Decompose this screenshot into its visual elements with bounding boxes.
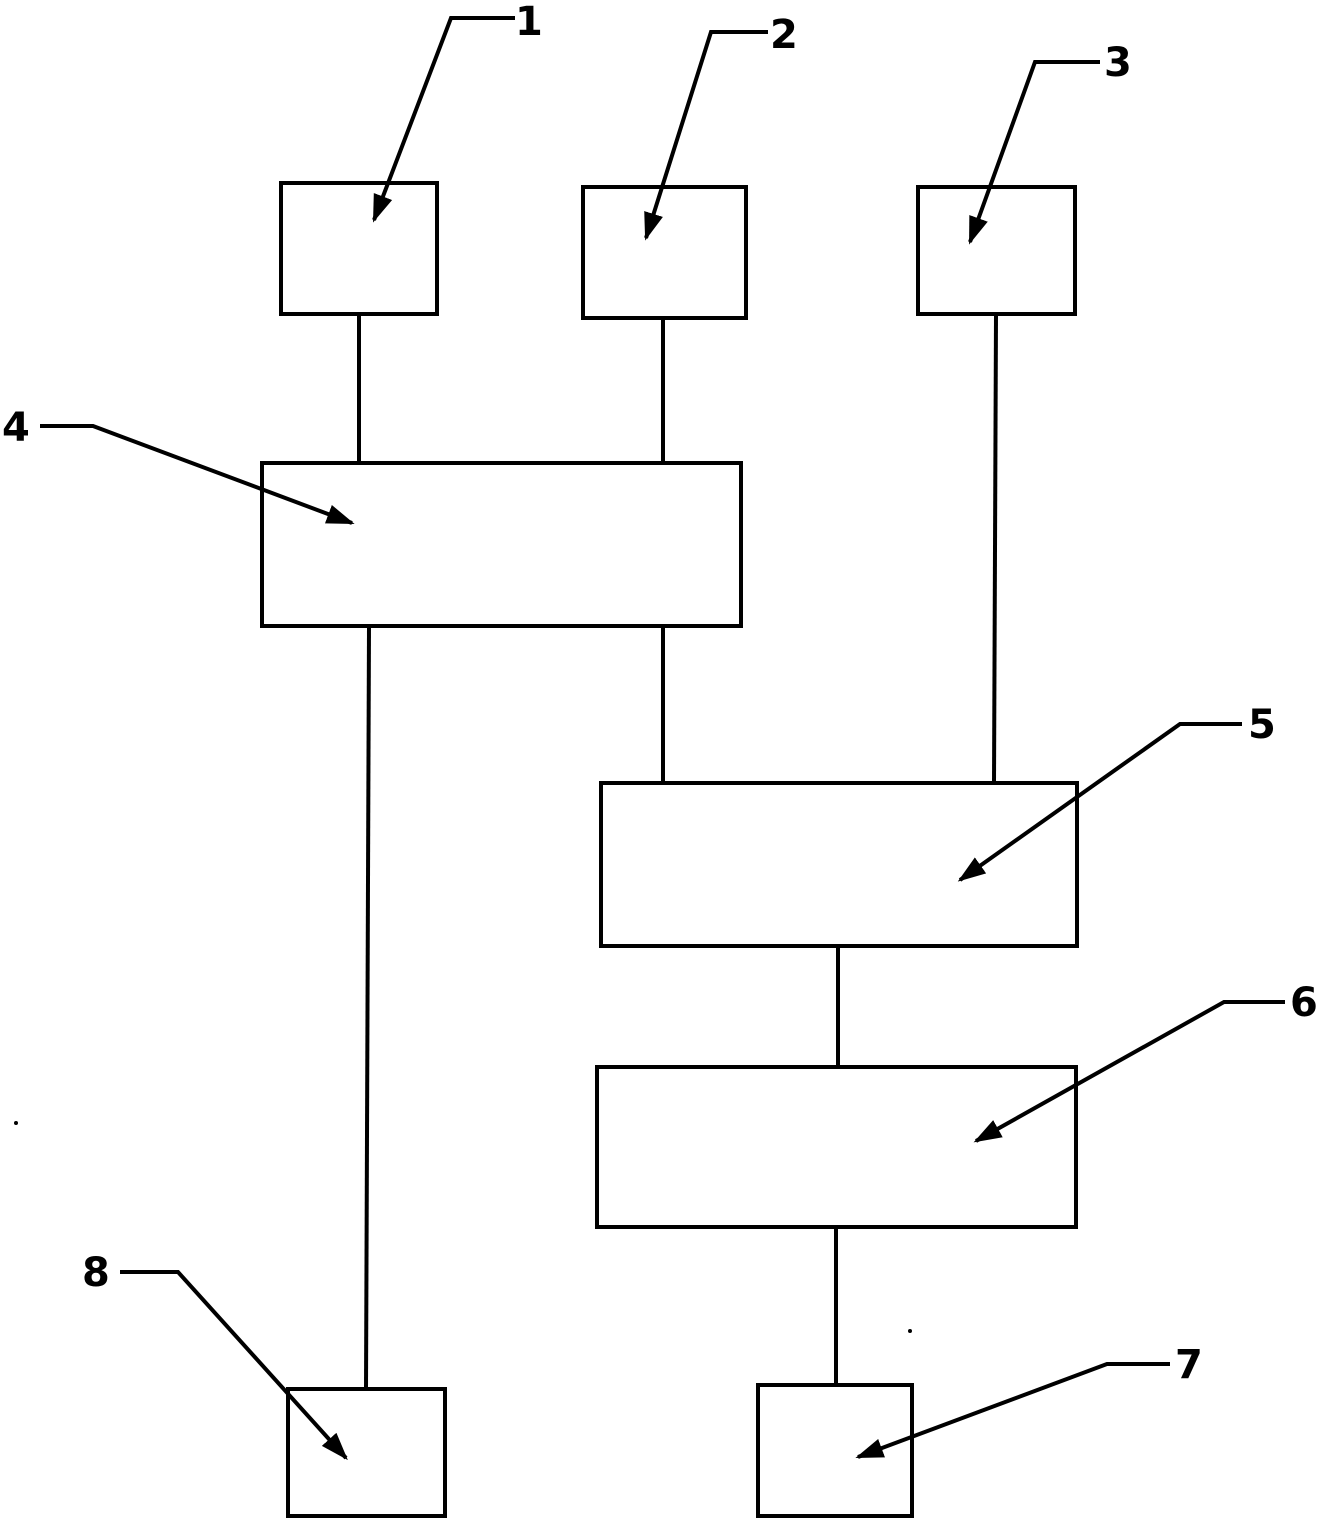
block-5 (599, 781, 1079, 948)
leader-6 (973, 1000, 1285, 1143)
connector-3-to-5 (992, 314, 998, 784)
block-6 (595, 1065, 1078, 1229)
label-4: 4 (2, 405, 30, 451)
leader-4 (40, 424, 355, 525)
block-8 (286, 1387, 447, 1518)
leader-5 (957, 722, 1242, 882)
label-7: 7 (1175, 1342, 1203, 1388)
labels: 1 2 3 4 5 6 7 8 (2, 0, 1318, 1388)
speck (908, 1329, 912, 1333)
leader-3 (968, 60, 1100, 245)
connector-4-to-8 (364, 626, 371, 1390)
block-3 (916, 185, 1077, 316)
blocks (260, 181, 1079, 1518)
speck (14, 1121, 18, 1125)
block-2 (581, 185, 748, 320)
leaders (40, 16, 1285, 1461)
block-4 (260, 461, 743, 628)
connections (357, 314, 998, 1390)
leader-1 (372, 16, 515, 223)
label-5: 5 (1248, 702, 1276, 748)
label-3: 3 (1104, 40, 1132, 86)
label-8: 8 (82, 1250, 110, 1296)
label-6: 6 (1290, 980, 1318, 1026)
leader-2 (644, 30, 768, 241)
block-7 (756, 1383, 914, 1518)
label-1: 1 (515, 0, 543, 45)
label-2: 2 (770, 12, 798, 58)
leader-7 (855, 1362, 1170, 1459)
leader-8 (120, 1270, 348, 1461)
block-1 (279, 181, 439, 316)
